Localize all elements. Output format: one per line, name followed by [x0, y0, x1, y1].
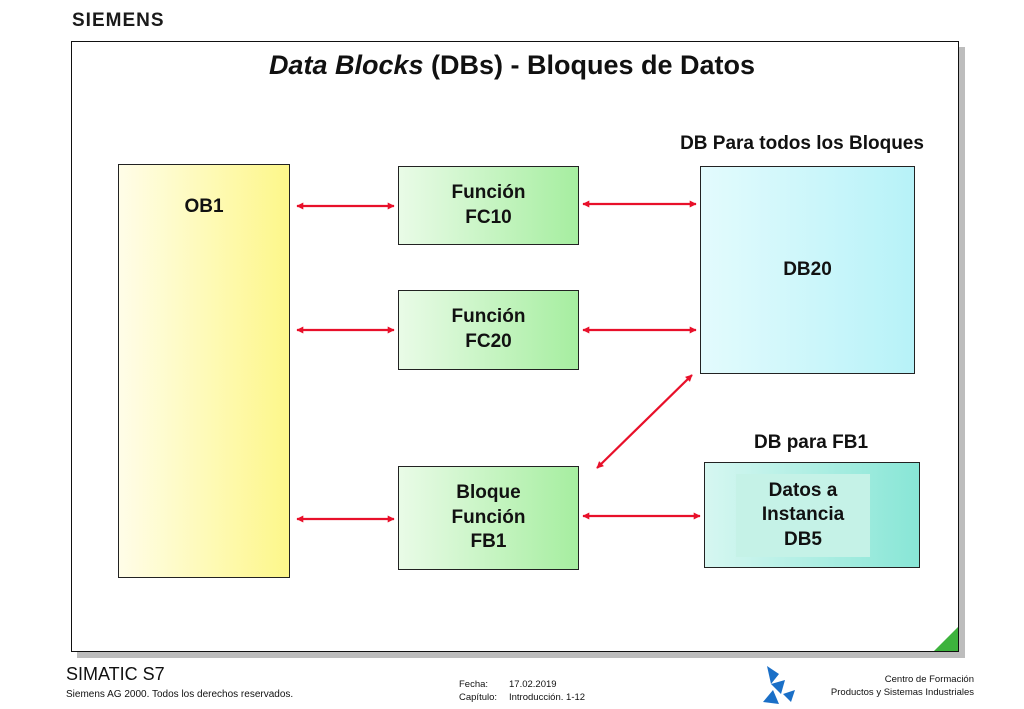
title-rest: (DBs) - Bloques de Datos — [423, 50, 756, 80]
fb1-line3: FB1 — [470, 531, 507, 553]
fc20-line2: FC20 — [465, 331, 512, 352]
db20-label: DB20 — [783, 258, 832, 280]
page-corner-icon — [934, 627, 958, 651]
fc10-line2: FC10 — [465, 206, 512, 228]
slide-title: Data Blocks (DBs) - Bloques de Datos — [0, 50, 1024, 81]
fc10-line1: Función — [451, 181, 526, 203]
db5-line2: Instancia — [761, 504, 845, 526]
training-center-text: Centro de Formación Productos y Sistemas… — [831, 673, 974, 699]
title-italic: Data Blocks — [268, 50, 424, 80]
ob1-block: OB1 — [118, 164, 290, 578]
db5-line3: DB5 — [783, 528, 822, 550]
db-all-label: DB Para todos los Bloques — [680, 133, 924, 154]
siemens-logo: SIEMENS — [72, 10, 165, 31]
db5-line1: Datos a — [768, 480, 838, 502]
db5-label-panel: Datos a Instancia DB5 — [736, 474, 870, 557]
arrow-fb1-db20 — [596, 374, 693, 469]
capitulo-value: Introducción. 1-12 — [509, 692, 586, 703]
copyright: Siemens AG 2000. Todos los derechos rese… — [66, 689, 294, 700]
center-line1: Centro de Formación — [884, 674, 974, 685]
fc20-line1: Función — [451, 306, 526, 328]
db20-block: DB20 — [700, 166, 915, 374]
fc10-block: Función FC10 — [398, 166, 579, 245]
center-line2: Productos y Sistemas Industriales — [830, 687, 974, 698]
capitulo-label: Capítulo: — [459, 692, 498, 703]
ob1-label: OB1 — [184, 196, 224, 217]
fecha-value: 17.02.2019 — [509, 679, 557, 690]
product-name: SIMATIC S7 — [66, 664, 165, 684]
fecha-label: Fecha: — [459, 679, 489, 690]
training-center-logo-icon — [763, 666, 795, 704]
fb1-line2: Función — [451, 506, 526, 528]
fc20-block: Función FC20 — [398, 290, 579, 370]
fb1-line1: Bloque — [456, 481, 521, 503]
fb1-block: Bloque Función FB1 — [398, 466, 579, 570]
footer-meta: Fecha: 17.02.2019 Capítulo: Introducción. … — [459, 678, 585, 704]
db-fb1-label: DB para FB1 — [753, 432, 869, 453]
